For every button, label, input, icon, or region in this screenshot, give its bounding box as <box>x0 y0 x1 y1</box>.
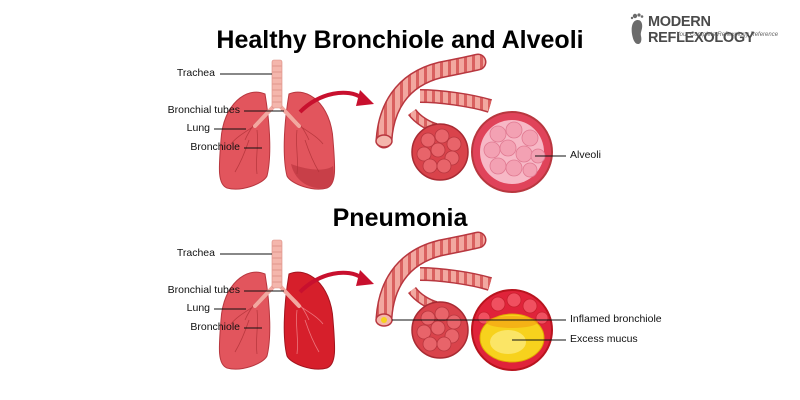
pneumonia-zoom-arrow <box>298 270 364 294</box>
healthy-alveoli-cluster-small <box>411 123 469 181</box>
healthy-alveoli-large <box>471 111 553 193</box>
pneumonia-bronchiole-tube <box>375 231 493 327</box>
label-lung-healthy: Lung <box>186 122 210 134</box>
label-trachea-healthy: Trachea <box>176 67 215 79</box>
footprint-icon <box>630 13 644 44</box>
label-excess-mucus: Excess mucus <box>570 333 638 345</box>
pneumonia-alveoli-cluster-small <box>411 301 469 359</box>
pneumonia-alveoli-large <box>471 289 553 371</box>
pneumonia-lungs <box>218 239 336 370</box>
pneumonia-right-lung <box>283 271 336 370</box>
inflamed-bronchiole-opening <box>381 317 387 323</box>
label-bronchial-tubes-healthy: Bronchial tubes <box>167 104 240 116</box>
label-lung-pneumonia: Lung <box>186 302 210 314</box>
logo-brand-text: MODERN REFLEXOLOGY <box>648 14 755 46</box>
healthy-left-lung <box>218 91 271 190</box>
logo-tagline: Your Complete Reflexology Reference <box>676 32 779 38</box>
label-bronchial-tubes-pneumonia: Bronchial tubes <box>167 284 240 296</box>
label-trachea-pneumonia: Trachea <box>176 247 215 259</box>
healthy-zoom-arrow <box>298 90 364 114</box>
healthy-lungs <box>218 59 336 190</box>
healthy-right-lung <box>283 91 336 190</box>
label-bronchiole-healthy: Bronchiole <box>190 141 240 153</box>
pneumonia-left-lung <box>218 271 271 370</box>
healthy-leader-lines <box>214 73 566 157</box>
modern-reflexology-logo[interactable]: MODERN REFLEXOLOGY Your Complete Reflexo… <box>628 12 788 48</box>
pneumonia-leader-lines <box>214 253 566 341</box>
pneumonia-title: Pneumonia <box>332 204 468 232</box>
label-inflamed-bronchiole: Inflamed bronchiole <box>570 313 662 325</box>
label-alveoli: Alveoli <box>570 149 601 161</box>
healthy-title: Healthy Bronchiole and Alveoli <box>216 26 584 54</box>
label-bronchiole-pneumonia: Bronchiole <box>190 321 240 333</box>
